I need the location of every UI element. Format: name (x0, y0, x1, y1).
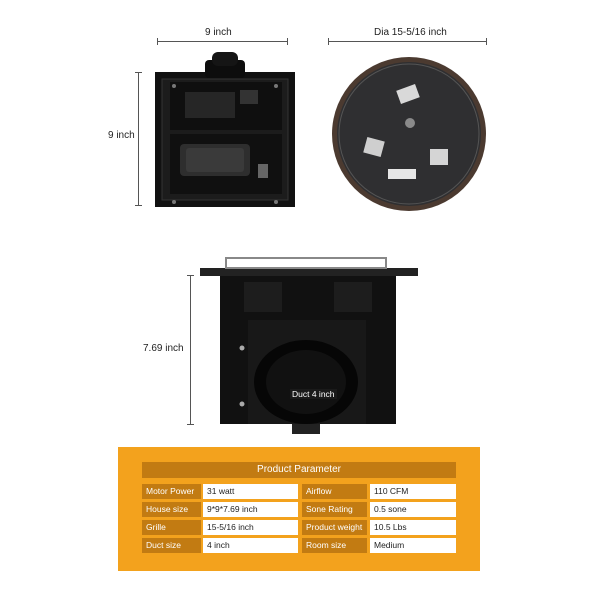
param-value-motor-power: 31 watt (203, 484, 298, 499)
param-value-product-weight: 10.5 Lbs (370, 520, 456, 535)
side-height-label: 7.69 inch (143, 343, 184, 354)
param-key-product-weight: Product weight (302, 520, 367, 535)
top-height-label: 9 inch (108, 130, 135, 141)
param-key-room-size: Room size (302, 538, 367, 553)
param-value-grille-diameter: 15-5/16 inch (203, 520, 298, 535)
param-value-room-size: Medium (370, 538, 456, 553)
grille-diameter-label: Dia 15-5/16 inch (374, 27, 447, 38)
param-value-sone-rating: 0.5 sone (370, 502, 456, 517)
top-width-label: 9 inch (205, 27, 232, 38)
duct-label: Duct 4 inch (290, 389, 337, 399)
grille-image (332, 57, 486, 211)
fan-housing-top-view (155, 52, 295, 207)
fan-housing-side-view (200, 257, 418, 434)
param-key-house-size: House size (142, 502, 201, 517)
product-parameter-title: Product Parameter (142, 462, 456, 478)
param-key-airflow: Airflow (302, 484, 367, 499)
param-value-duct-size: 4 inch (203, 538, 298, 553)
param-key-sone-rating: Sone Rating (302, 502, 367, 517)
param-value-house-size: 9*9*7.69 inch (203, 502, 298, 517)
param-value-airflow: 110 CFM (370, 484, 456, 499)
param-key-motor-power: Motor Power (142, 484, 201, 499)
param-key-duct-size: Duct size (142, 538, 201, 553)
param-key-grille-diameter: Grille Diameter (142, 520, 201, 547)
